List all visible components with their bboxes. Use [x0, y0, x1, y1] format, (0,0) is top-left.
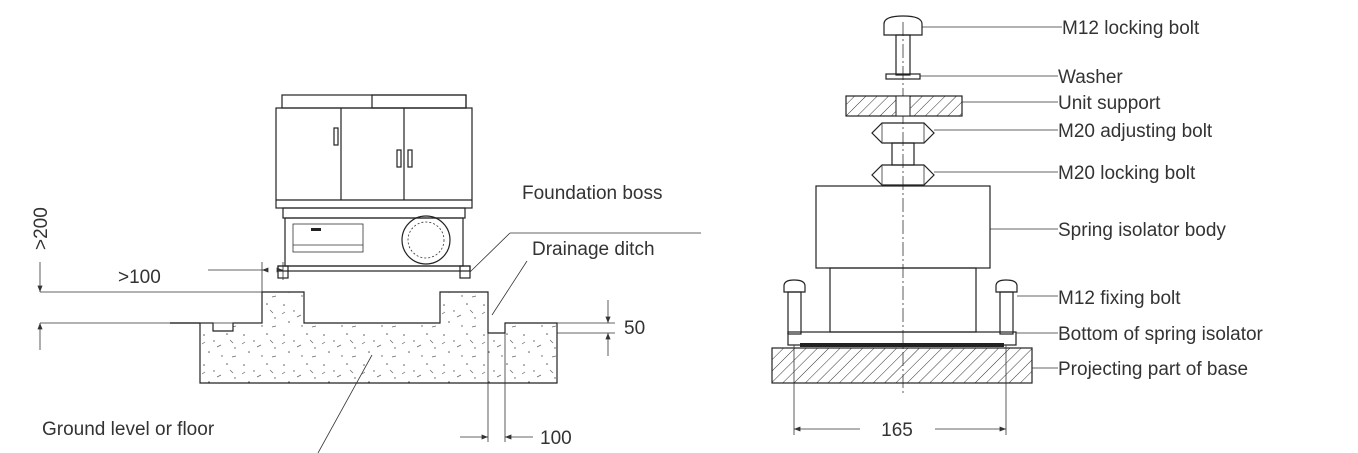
foundation-boss-label: Foundation boss [522, 183, 663, 204]
unit-frame-rail [282, 207, 466, 219]
m12-locking-bolt-label: M12 locking bolt [1062, 18, 1200, 39]
m12-fixing-bolt-left-head [783, 279, 806, 293]
offset-dim-label: >100 [118, 267, 161, 288]
spring-isolator-rubber-pad [800, 343, 1004, 347]
unit-top-fan-left [281, 94, 467, 109]
projecting-base-shape [771, 347, 1033, 384]
m12-fixing-bolt-left-shank [787, 291, 802, 335]
drainage-ditch-label: Drainage ditch [532, 239, 655, 260]
pump-flange-icon [401, 215, 451, 265]
height-dim-label: >200 [31, 207, 52, 250]
m20-locking-bolt-label: M20 locking bolt [1058, 163, 1196, 184]
washer-shape [885, 73, 921, 80]
unit-support-label: Unit support [1058, 93, 1161, 114]
unit-foot-right [459, 265, 471, 279]
unit-foundation-drawing: >200 >100 Foundation boss Drainage ditch… [31, 94, 701, 453]
concrete-foundation [170, 291, 558, 384]
ground-level-label: Ground level or floor [42, 419, 215, 440]
m20-adjusting-bolt-label: M20 adjusting bolt [1058, 121, 1213, 142]
base-width-label: 165 [881, 420, 913, 441]
spring-isolator-drawing: M12 locking bolt Washer Unit support M20… [771, 15, 1264, 441]
ditch-width-label: 100 [540, 428, 572, 449]
spring-isolator-body-label: Spring isolator body [1058, 220, 1226, 241]
m12-locking-bolt-shank [895, 34, 911, 76]
m12-fixing-bolt-right-head [995, 279, 1018, 293]
projecting-base-label: Projecting part of base [1058, 359, 1248, 380]
unit-compressor-panel [292, 223, 364, 253]
unit-handle-2 [396, 149, 402, 168]
foundation-boss-leader [469, 232, 511, 273]
drainage-ditch-leader [491, 260, 528, 316]
unit-base-rail [277, 265, 471, 272]
unit-lower-compartment [284, 217, 464, 267]
m12-fixing-bolt-right-shank [999, 291, 1014, 335]
m12-locking-bolt-head [883, 15, 923, 36]
chiller-unit [275, 94, 473, 279]
unit-top-fan-right [371, 94, 467, 109]
unit-cabinet [275, 107, 473, 209]
unit-label-plate [311, 228, 321, 231]
unit-support-bolt-hole [895, 95, 911, 117]
unit-handle-3 [407, 149, 413, 168]
unit-handle-1 [333, 127, 339, 146]
ground-level-leader [317, 354, 373, 453]
m12-fixing-bolt-label: M12 fixing bolt [1058, 288, 1181, 309]
bottom-of-spring-isolator-label: Bottom of spring isolator [1058, 324, 1264, 345]
pump-flange-bolts [407, 221, 445, 259]
ditch-depth-label: 50 [624, 318, 645, 339]
washer-label: Washer [1058, 67, 1123, 88]
